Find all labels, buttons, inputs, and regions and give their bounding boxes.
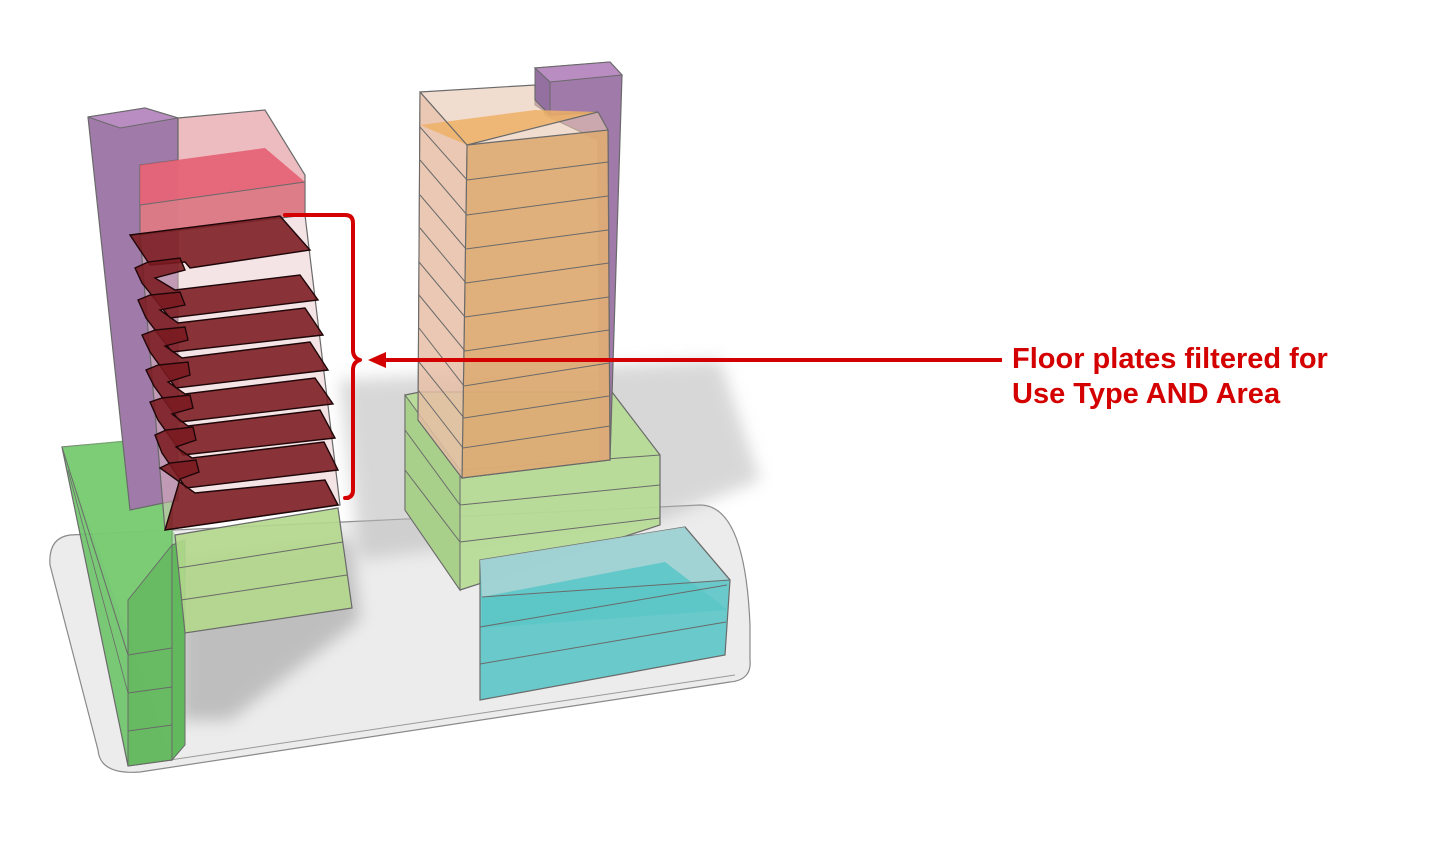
left-tower-podium [174,507,353,634]
annotation-line-1: Floor plates filtered for [1012,343,1328,375]
annotation-line-2: Use Type AND Area [1012,378,1281,410]
right-tower-floor-lines [417,126,611,449]
annotation-brace [283,213,362,500]
annotation-label: Floor plates filtered for Use Type AND A… [1012,342,1328,412]
front-block [479,526,731,701]
annotation-arrow [368,352,1002,368]
left-podium [61,436,186,767]
filtered-floor-plates [128,215,340,531]
right-tower [417,61,624,480]
arrowhead-icon [368,352,386,368]
